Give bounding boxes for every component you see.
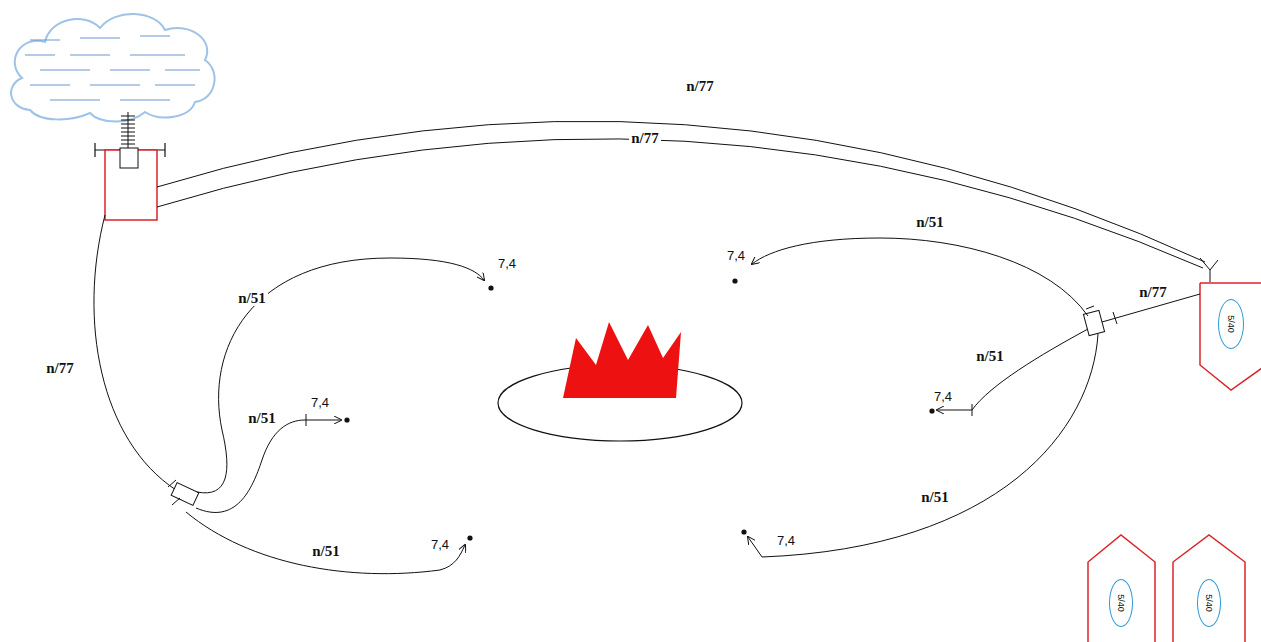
hose-size-label: n/51 [236, 290, 268, 307]
nozzle-label: 7,4 [775, 534, 797, 548]
nozzle-label: 7,4 [725, 249, 747, 263]
water-cloud [11, 14, 215, 122]
fire-truck [1088, 283, 1261, 642]
nozzle-label: 7,4 [496, 257, 518, 271]
truck-oval: 5/40 [1109, 579, 1133, 627]
hose-size-label: n/77 [1137, 284, 1169, 301]
hose-size-label: n/51 [310, 543, 342, 560]
nozzle-label: 7,4 [309, 396, 331, 410]
hose-hatch [121, 132, 135, 133]
hose-size-label: n/51 [919, 489, 951, 506]
hose-size-label: n/51 [974, 348, 1006, 365]
suction-hose [121, 112, 135, 150]
hose-size-label: n/77 [44, 360, 76, 377]
main-hose-lines [157, 121, 1218, 282]
truck-oval: 5/40 [1218, 299, 1244, 349]
hose-hatch [121, 144, 135, 145]
hose-hatch [121, 124, 135, 125]
hose-size-label: n/77 [684, 78, 716, 95]
right-hoses [748, 238, 1200, 557]
hose-size-label: n/77 [629, 130, 661, 147]
hose-hatch [121, 140, 135, 141]
truck-label: 5/40 [1226, 315, 1236, 333]
nozzle-dots [344, 278, 934, 540]
hose-hatch [121, 116, 135, 117]
truck-oval: 5/40 [1197, 579, 1221, 627]
pump [95, 143, 165, 220]
hose-size-label: n/51 [914, 214, 946, 231]
flame [563, 322, 681, 398]
truck-label: 5/40 [1116, 594, 1126, 612]
hose-hatch [121, 120, 135, 121]
left-hoses [94, 215, 484, 574]
truck-label: 5/40 [1204, 594, 1214, 612]
nozzle-label: 7,4 [932, 390, 954, 404]
water-lines [25, 36, 200, 100]
nozzle-label: 7,4 [429, 538, 451, 552]
hose-hatch [121, 128, 135, 129]
hose-size-label: n/51 [246, 410, 278, 427]
hose-hatch [121, 136, 135, 137]
